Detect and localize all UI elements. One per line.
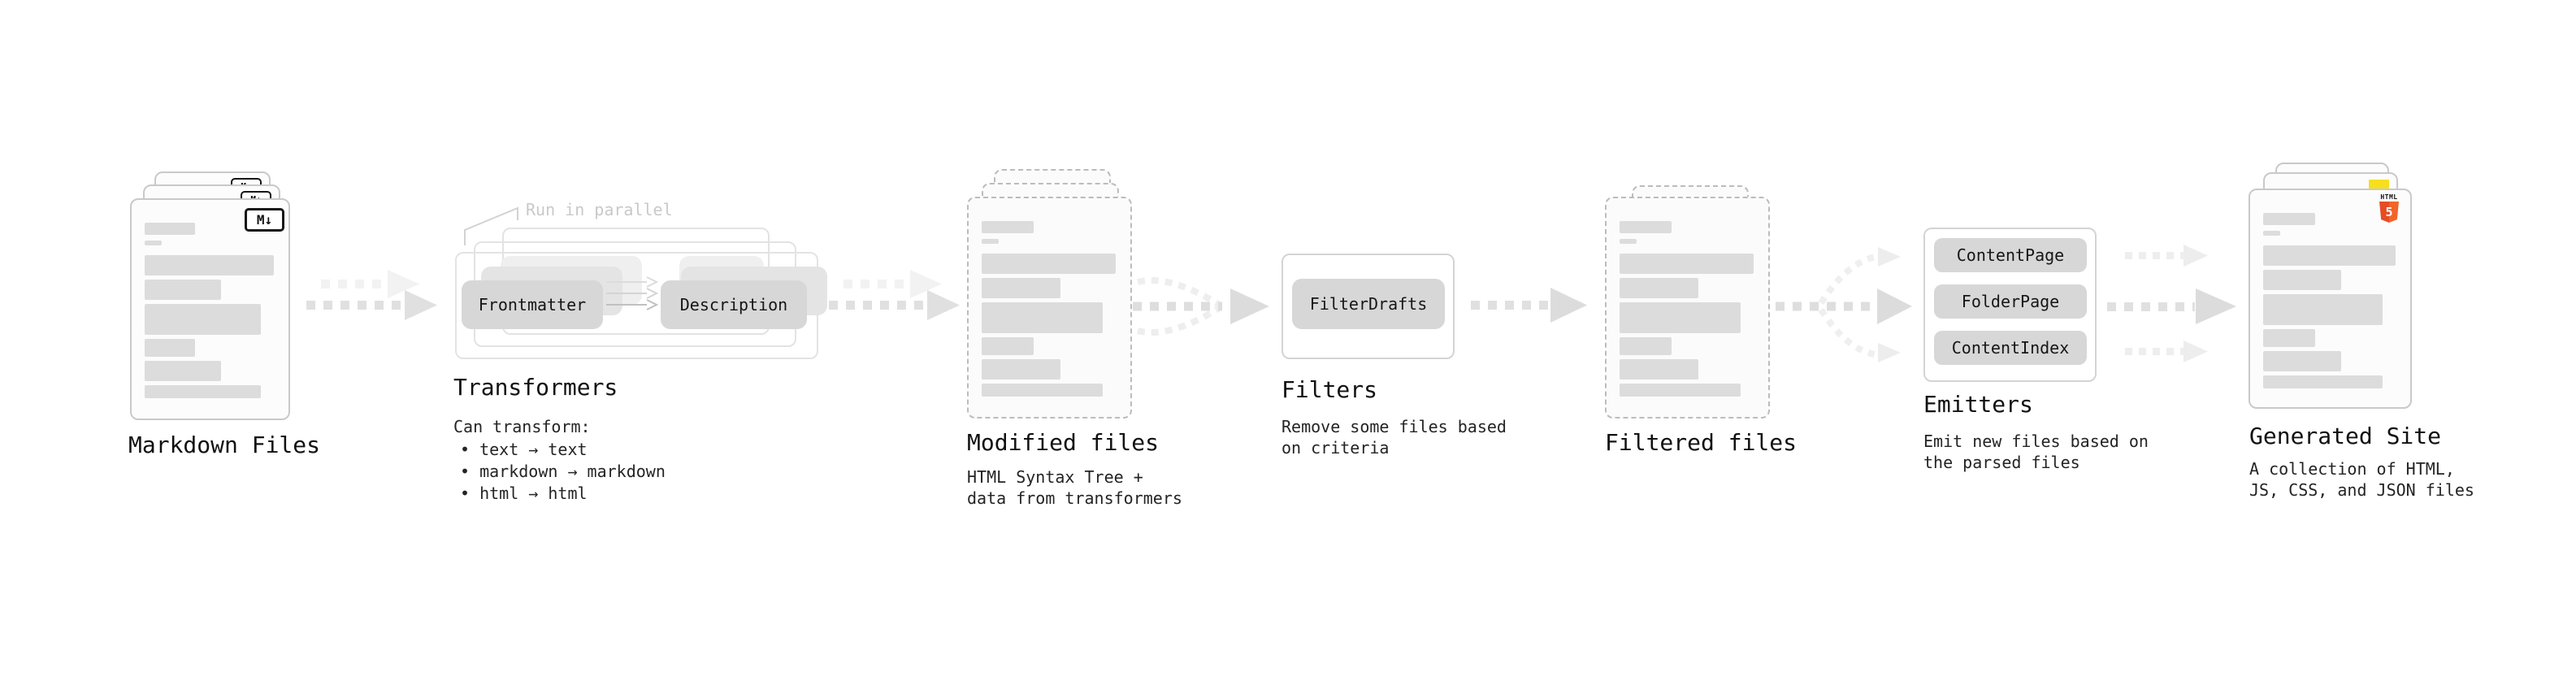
arrow-dashes [2107, 302, 2195, 311]
filterdrafts-pill: FilterDrafts [1292, 279, 1445, 329]
text-line-bar [982, 278, 1061, 298]
description-pill: Description [661, 280, 807, 329]
text-line-bar [1620, 302, 1741, 333]
text-line-bar [1620, 221, 1672, 233]
text-line-bar [1620, 239, 1637, 244]
arrow-dashes [306, 301, 405, 310]
arrowhead [1550, 288, 1587, 323]
filters-subtitle-line1: Remove some files based [1281, 417, 1507, 436]
text-line-bar [145, 255, 274, 275]
arrow-dashes-faint [2125, 348, 2184, 355]
arrowhead-faint [2184, 245, 2208, 267]
contentpage-pill: ContentPage [1934, 238, 2087, 272]
text-line-bar [1620, 337, 1672, 355]
text-line-bar [982, 254, 1116, 274]
filtered-file-card-front [1605, 197, 1770, 419]
annotation-leader-line [464, 206, 518, 245]
text-line-bar [1620, 359, 1699, 380]
arrowhead [405, 290, 437, 320]
generated-file-card-front: HTML 5 [2249, 189, 2412, 409]
merge-arrow [1133, 276, 1269, 336]
file-content-placeholder [969, 198, 1130, 397]
emitters-subtitle-line1: Emit new files based on [1923, 432, 2149, 451]
markdown-files-label: Markdown Files [128, 432, 321, 458]
text-line-bar [145, 223, 195, 235]
text-line-bar [2263, 329, 2315, 347]
transformers-bullet-3: • html → html [460, 484, 588, 503]
modified-files-subtitle-line1: HTML Syntax Tree + [967, 467, 1143, 487]
text-line-bar [145, 241, 162, 245]
emitters-subtitle-line2: the parsed files [1923, 453, 2080, 472]
arrowhead-ghost [910, 270, 942, 298]
parallel-arrows-icon [606, 276, 659, 310]
generated-site-subtitle-line2: JS, CSS, and JSON files [2249, 480, 2474, 500]
text-line-bar [1620, 254, 1754, 274]
markdown-file-card-front: M↓ [130, 198, 290, 420]
transformers-bullet-1: • text → text [460, 440, 588, 459]
transformers-subtitle-heading: Can transform: [453, 417, 591, 436]
text-line-bar [2263, 294, 2383, 325]
arrowhead-ghost [388, 270, 419, 298]
arrow-dashes [829, 301, 926, 310]
javascript-icon [2369, 180, 2389, 189]
file-content-placeholder [1607, 198, 1768, 397]
text-line-bar [2263, 245, 2396, 266]
contentindex-pill: ContentIndex [1934, 331, 2087, 365]
frontmatter-pill: Frontmatter [462, 280, 603, 329]
filters-subtitle-line2: on criteria [1281, 438, 1390, 458]
generated-site-subtitle-line1: A collection of HTML, [2249, 459, 2455, 479]
transformers-title: Transformers [453, 374, 618, 401]
file-content-placeholder [132, 200, 288, 398]
text-line-bar [2263, 351, 2342, 371]
arrowhead [927, 290, 960, 320]
text-line-bar [145, 361, 221, 381]
modified-files-subtitle-line2: data from transformers [967, 488, 1182, 508]
text-line-bar [982, 384, 1103, 397]
markdown-icon: M↓ [245, 208, 284, 232]
modified-file-card-front [967, 197, 1132, 419]
arrow-ghost-dashes [321, 280, 388, 288]
arrow-dashes-faint [2125, 252, 2184, 259]
folderpage-pill: FolderPage [1934, 284, 2087, 319]
text-line-bar [982, 239, 1000, 244]
text-line-bar [982, 337, 1034, 355]
text-line-bar [1620, 278, 1699, 298]
text-line-bar [145, 385, 262, 398]
text-line-bar [2263, 270, 2342, 290]
text-line-bar [982, 359, 1061, 380]
fanout-arrow [1776, 247, 1912, 362]
arrow-ghost-dashes [843, 280, 910, 288]
text-line-bar [2263, 231, 2281, 236]
text-line-bar [982, 221, 1034, 233]
generated-site-label: Generated Site [2249, 423, 2442, 449]
modified-files-label: Modified files [967, 429, 1160, 456]
text-line-bar [145, 339, 195, 357]
emitters-title: Emitters [1923, 391, 2033, 418]
text-line-bar [145, 304, 262, 335]
text-line-bar [145, 280, 221, 300]
filtered-files-label: Filtered files [1605, 429, 1798, 456]
arrowhead-faint [2184, 340, 2208, 362]
file-content-placeholder [2250, 190, 2410, 388]
text-line-bar [2263, 375, 2383, 388]
html5-shield: 5 [2379, 202, 2399, 223]
text-line-bar [1620, 384, 1741, 397]
run-in-parallel-annotation: Run in parallel [526, 200, 673, 219]
transformers-bullet-2: • markdown → markdown [460, 462, 666, 481]
filters-title: Filters [1281, 376, 1378, 403]
text-line-bar [2263, 213, 2315, 225]
arrow-dashes [1471, 301, 1549, 310]
html5-icon: HTML 5 [2379, 194, 2400, 223]
text-line-bar [982, 302, 1103, 333]
arrowhead [2196, 288, 2236, 324]
